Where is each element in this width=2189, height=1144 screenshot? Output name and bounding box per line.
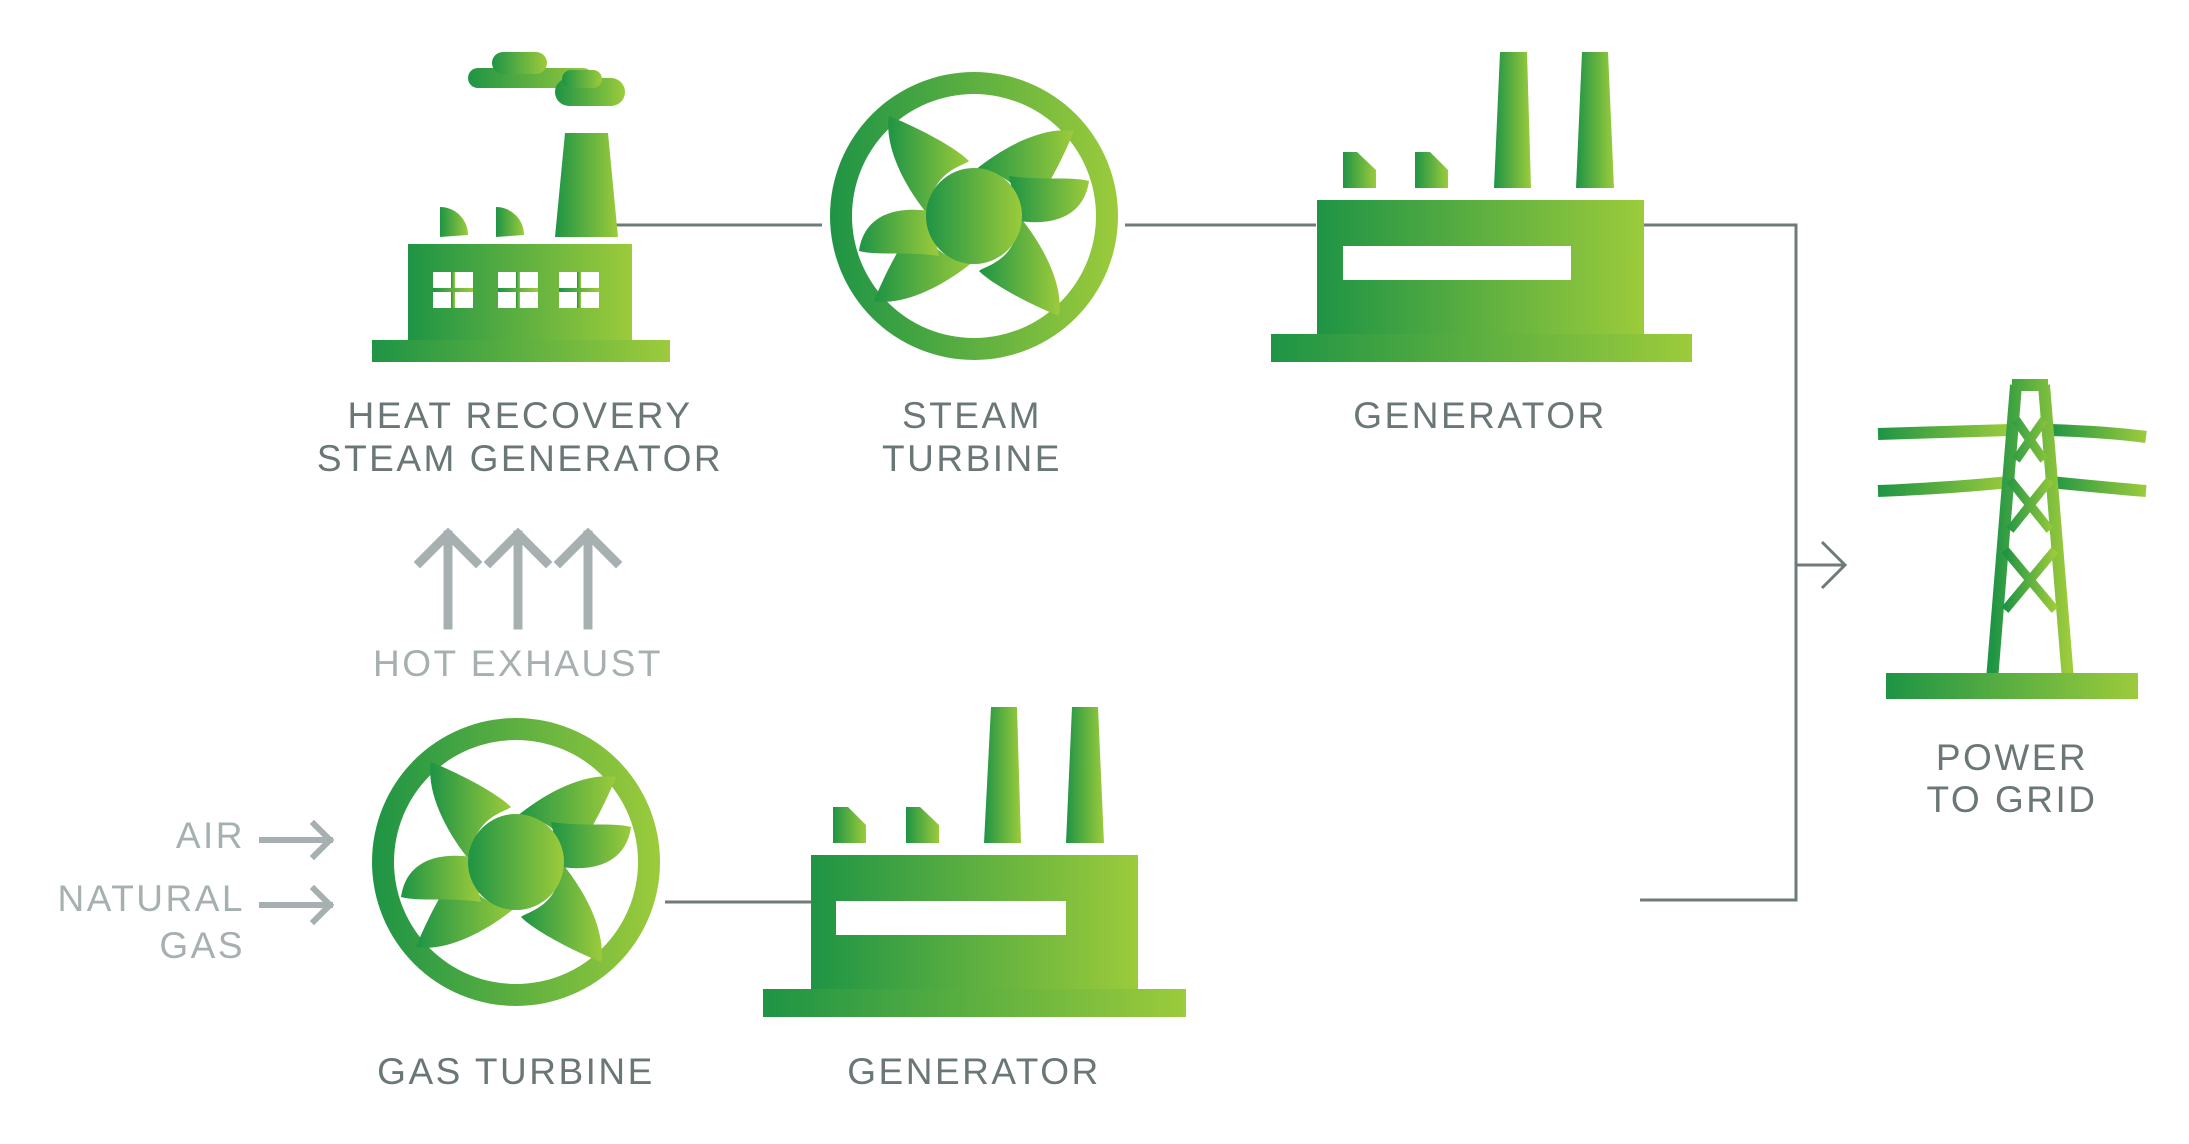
factory-icon xyxy=(372,52,670,362)
air-label: AIR xyxy=(176,815,245,856)
gas-turbine-icon xyxy=(372,718,660,1006)
right-arrow-icon xyxy=(259,819,335,926)
hrsg-label-line2: STEAM GENERATOR xyxy=(317,438,723,479)
steam-turbine-icon xyxy=(830,72,1118,360)
natural-gas-label-line1: NATURAL xyxy=(58,878,245,919)
connector-lines xyxy=(615,223,1848,904)
gas-turbine-label: GAS TURBINE xyxy=(377,1051,655,1092)
generator-top-label: GENERATOR xyxy=(1353,395,1606,436)
generator-bottom-label: GENERATOR xyxy=(847,1051,1100,1092)
natural-gas-label-line2: GAS xyxy=(159,925,245,966)
hot-exhaust-label: HOT EXHAUST xyxy=(373,643,663,684)
generator-bottom-icon xyxy=(763,707,1186,1017)
up-arrow-icon xyxy=(413,527,623,630)
transmission-tower-icon xyxy=(1877,379,2147,699)
steam-turbine-label-line1: STEAM xyxy=(902,395,1042,436)
steam-turbine-label-line2: TURBINE xyxy=(882,438,1062,479)
hrsg-label-line1: HEAT RECOVERY xyxy=(347,395,692,436)
power-label-line1: POWER xyxy=(1936,737,2088,778)
power-label-line2: TO GRID xyxy=(1927,779,2098,820)
generator-top-icon xyxy=(1271,52,1692,362)
